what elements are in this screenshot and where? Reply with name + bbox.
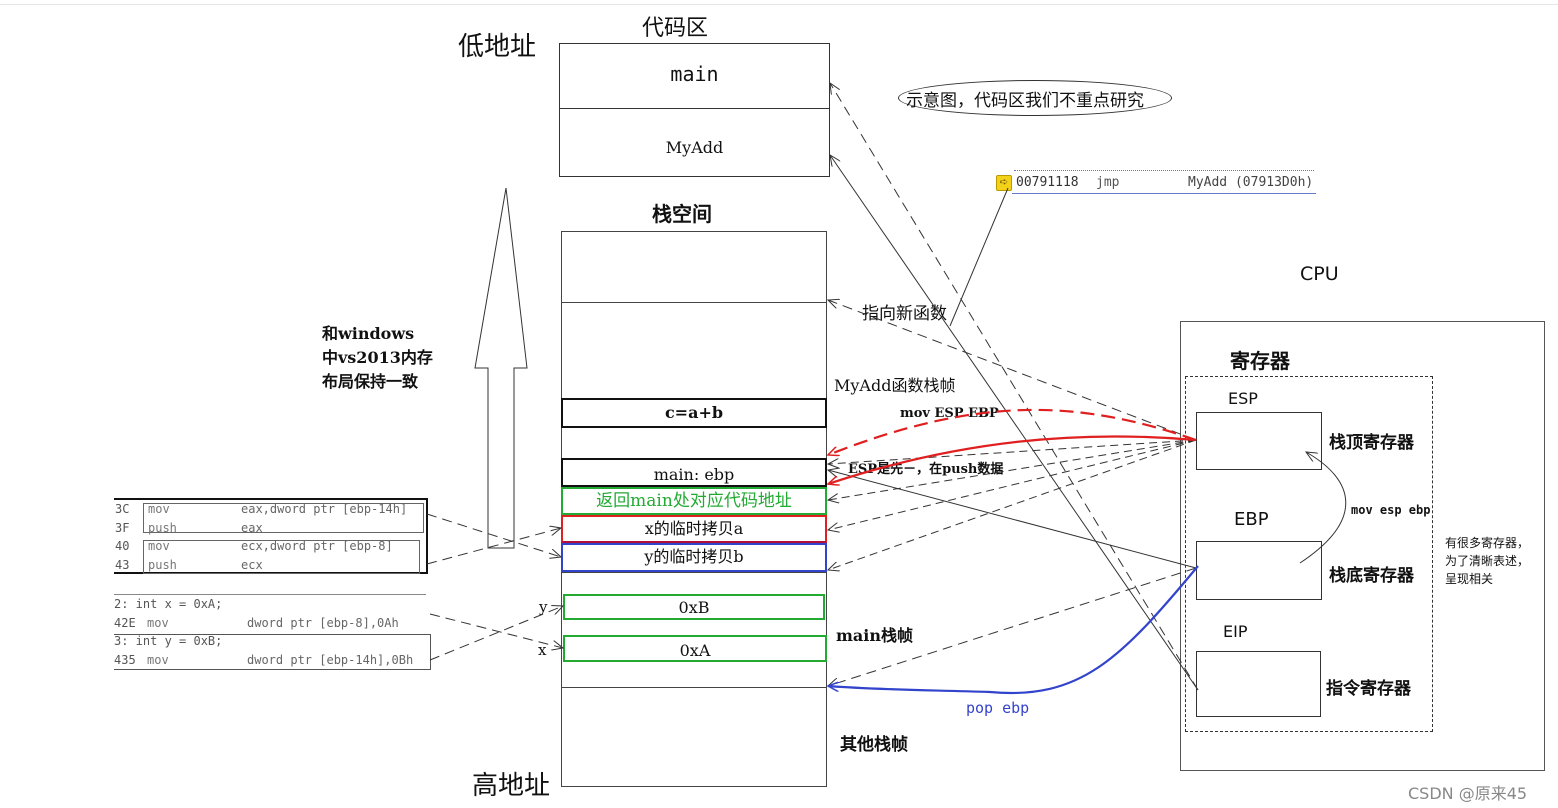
ebp-desc: 栈底寄存器 (1329, 566, 1414, 586)
myadd-frame-label: MyAdd函数栈帧 (834, 376, 956, 395)
asm-push-row-0-op: mov (148, 502, 170, 516)
asm-init-row-3-op: mov (147, 652, 169, 667)
windows-note-2: 中vs2013内存 (322, 348, 433, 367)
asm-push-row-3-op: push (148, 557, 177, 572)
code-note-text: 示意图，代码区我们不重点研究 (906, 91, 1144, 111)
esp-push-note: ESP是先－，在push数据 (848, 462, 1004, 477)
code-area-title: 代码区 (642, 16, 709, 41)
code-area-divider (560, 108, 829, 109)
jmp-addr: 00791118 (1016, 175, 1079, 190)
stack-divider-mid (562, 572, 826, 573)
registers-title: 寄存器 (1230, 349, 1290, 373)
arrow-icon: ➪ (996, 175, 1012, 191)
ebp-to-main-ebp (828, 470, 1197, 569)
stack-space-title: 栈空间 (652, 202, 712, 226)
jmp-line-underline (1012, 193, 1316, 194)
x-arrow-label: x (538, 641, 547, 659)
ebp-name: EBP (1234, 509, 1269, 530)
asm-init-row-1-op: mov (147, 615, 169, 630)
asm-push-row-3-arg: ecx (241, 557, 263, 572)
asm-push-to-xcopy (426, 528, 561, 565)
red-dashed-curve (828, 408, 1197, 455)
eip-name: EIP (1223, 622, 1248, 641)
top-rule (0, 4, 1558, 5)
eip-desc: 指令寄存器 (1326, 679, 1411, 699)
cpu-title: CPU (1300, 263, 1339, 285)
asm-init-line1 (114, 594, 426, 595)
code-myadd: MyAdd (665, 138, 724, 157)
code-area-box: main MyAdd (559, 43, 830, 177)
asm-init-row-3-a: 435 (114, 652, 136, 667)
high-address-label: 高地址 (472, 771, 551, 801)
cell-c-eq-text: c=a+b (664, 403, 724, 422)
cell-x-copy: x的临时拷贝a (561, 515, 827, 543)
esp-name: ESP (1228, 389, 1258, 408)
windows-note-1: 和windows (322, 324, 415, 343)
esp-register-box (1196, 412, 1322, 470)
asm-push-row-0-a: 3C (115, 502, 130, 516)
asm-init-row-2-a: 3: int y = 0xB; (114, 634, 223, 648)
eip-to-myadd-line (830, 155, 1199, 691)
mov-esp-ebp-red-label: mov ESP EBP (900, 406, 999, 421)
asm-push-row-3-a: 43 (115, 557, 130, 572)
up-arrow-shape (474, 187, 528, 549)
watermark: CSDN @原来45 (1408, 784, 1528, 803)
cell-y-copy: y的临时拷贝b (561, 543, 827, 572)
jmp-callout-line (949, 187, 1009, 327)
asm-push-row-0-arg: eax,dword ptr [ebp-14h] (241, 502, 408, 516)
cell-0xb: 0xB (563, 594, 825, 620)
stack-divider-bottom (562, 687, 826, 688)
esp-desc: 栈顶寄存器 (1329, 433, 1414, 453)
asm-init-row-3-arg: dword ptr [ebp-14h],0Bh (247, 652, 414, 667)
asm-push-row-2-a: 40 (115, 539, 130, 553)
asm-push-row-1-arg: eax (241, 520, 263, 535)
mov-esp-ebp-label: mov esp ebp (1351, 503, 1431, 517)
windows-note-3: 布局保持一致 (322, 372, 419, 391)
asm-push-inner1 (143, 503, 424, 533)
many-regs-3: 呈现相关 (1445, 572, 1494, 586)
cell-0xb-text: 0xB (678, 598, 710, 617)
asm-init-row-1-a: 42E (114, 615, 136, 630)
stack-divider-top (562, 302, 826, 303)
many-regs-2: 为了清晰表述， (1445, 554, 1530, 568)
eip-register-box (1196, 651, 1321, 717)
asm-push-row-2-op: mov (148, 539, 170, 553)
y-arrow-label: y (539, 598, 548, 616)
low-address-label: 低地址 (458, 32, 537, 62)
asm-push-row-1-a: 3F (115, 520, 130, 535)
asm-init-row-0-a: 2: int x = 0xA; (114, 597, 223, 611)
cell-ret-addr: 返回main处对应代码地址 (561, 487, 827, 515)
ebp-register-box (1196, 541, 1322, 600)
asm-push-row-2-arg: ecx,dword ptr [ebp-8] (241, 539, 393, 553)
cell-x-copy-text: x的临时拷贝a (644, 519, 744, 538)
cell-0xa: 0xA (563, 635, 827, 662)
asm-init-row-1-arg: dword ptr [ebp-8],0Ah (247, 615, 399, 630)
code-main: main (670, 62, 719, 86)
main-frame-label: main栈帧 (836, 626, 914, 645)
other-frame-label: 其他栈帧 (840, 735, 908, 755)
cell-main-ebp: main: ebp (561, 458, 827, 487)
point-new-func-label: 指向新函数 (862, 304, 947, 324)
asm-push-row-1-op: push (148, 520, 177, 535)
cell-y-copy-text: y的临时拷贝b (644, 547, 744, 566)
asm-push-inner2 (143, 540, 420, 574)
cell-c-eq: c=a+b (561, 398, 827, 428)
many-regs-1: 有很多寄存器， (1445, 536, 1530, 550)
jmp-target: MyAdd (07913D0h) (1188, 175, 1314, 190)
cell-main-ebp-text: main: ebp (653, 465, 735, 484)
pop-ebp-label: pop ebp (966, 699, 1030, 717)
jmp-op: jmp (1096, 175, 1120, 190)
esp-to-xcopy (828, 439, 1197, 530)
asm-push-to-ycopy (426, 513, 561, 557)
cell-ret-addr-text: 返回main处对应代码地址 (596, 491, 792, 511)
cell-0xa-text: 0xA (679, 641, 711, 660)
